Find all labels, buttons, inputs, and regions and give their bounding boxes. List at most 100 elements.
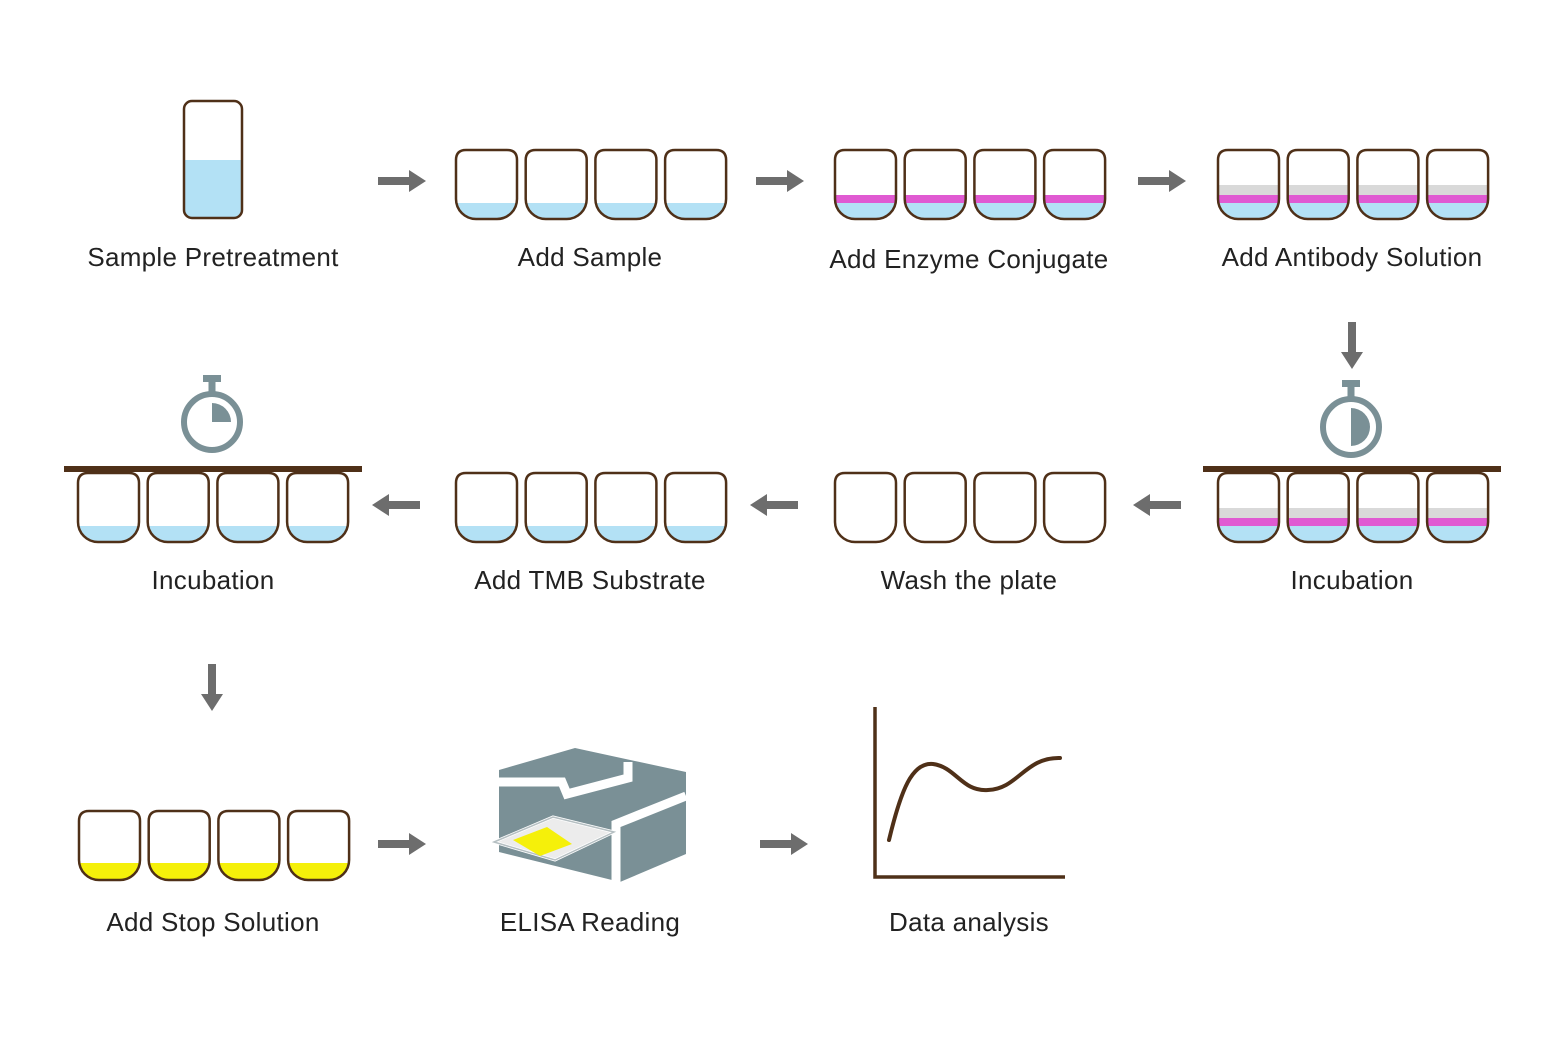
label-incubation-2: Incubation	[151, 565, 275, 595]
well	[524, 471, 588, 544]
liquid	[1044, 203, 1106, 219]
liquid	[1427, 203, 1489, 219]
enzyme-layer	[904, 195, 966, 203]
well-outline	[1425, 471, 1490, 544]
wells-wash-plate	[833, 471, 1107, 544]
arrow-left-3	[372, 494, 420, 516]
label-add-antibody-solution: Add Antibody Solution	[1221, 242, 1483, 272]
wells-add-enzyme	[833, 148, 1107, 221]
plate-cover	[1203, 466, 1501, 472]
well-outline	[903, 471, 967, 544]
liquid	[1357, 203, 1419, 219]
well-outline	[1286, 471, 1350, 544]
antibody-layer	[1357, 185, 1419, 195]
arrow-right-3	[1138, 170, 1186, 192]
label-sample-pretreatment: Sample Pretreatment	[87, 242, 339, 272]
arrow-right-4	[378, 833, 426, 855]
timer-stem	[1347, 386, 1355, 398]
liquid	[1357, 526, 1419, 542]
timer-face	[1320, 396, 1382, 458]
reader-body	[499, 748, 686, 882]
well-outline	[216, 471, 280, 544]
well-outline	[524, 471, 588, 544]
well-outline	[594, 148, 658, 221]
enzyme-layer	[974, 195, 1036, 203]
well-outline	[1356, 471, 1420, 544]
well	[454, 471, 519, 544]
label-add-enzyme-conjugate: Add Enzyme Conjugate	[829, 244, 1109, 274]
liquid	[217, 526, 279, 542]
well-outline	[594, 471, 658, 544]
enzyme-layer	[1218, 195, 1279, 203]
antibody-layer	[1287, 508, 1349, 518]
plate-reader-icon	[489, 748, 688, 882]
timer-button	[203, 375, 221, 382]
liquid	[456, 526, 517, 542]
label-add-tmb-substrate: Add TMB Substrate	[474, 565, 706, 595]
arrow-down-1	[1341, 322, 1363, 369]
antibody-layer	[1427, 508, 1489, 518]
liquid	[595, 203, 657, 219]
arrow-left-2	[750, 494, 798, 516]
well	[1216, 148, 1281, 221]
liquid	[456, 203, 517, 219]
well	[903, 148, 967, 221]
well-outline	[77, 809, 142, 882]
timer-icon-incubation-2	[181, 375, 243, 453]
tube-icon	[182, 99, 244, 220]
well-outline	[454, 148, 519, 221]
reader-front-edge	[611, 791, 688, 882]
liquid	[287, 526, 349, 542]
well-outline	[833, 471, 898, 544]
timer-button	[1342, 380, 1360, 387]
well	[1042, 148, 1107, 221]
well	[1216, 471, 1281, 544]
liquid	[595, 526, 657, 542]
well-outline	[1286, 148, 1350, 221]
timer-wedge	[1351, 408, 1370, 446]
liquid	[1287, 203, 1349, 219]
wells-add-tmb	[454, 471, 728, 544]
well	[594, 471, 658, 544]
liquid	[1287, 526, 1349, 542]
well	[217, 809, 281, 882]
well	[77, 809, 142, 882]
liquid	[835, 203, 896, 219]
liquid	[665, 203, 727, 219]
antibody-layer	[1287, 185, 1349, 195]
label-incubation-1: Incubation	[1290, 565, 1414, 595]
wells-incubation-1	[1216, 471, 1490, 544]
well	[973, 471, 1037, 544]
well-outline	[1356, 148, 1420, 221]
timer-stem	[208, 381, 216, 393]
chart-icon	[873, 707, 1065, 879]
wells-add-antibody	[1216, 148, 1490, 221]
plate-cover	[64, 466, 362, 472]
stop-layer	[218, 863, 280, 880]
well-outline	[146, 471, 210, 544]
enzyme-layer	[1357, 518, 1419, 526]
label-data-analysis: Data analysis	[889, 907, 1049, 937]
arrow-left-1	[1133, 494, 1181, 516]
well-outline	[833, 148, 898, 221]
well	[286, 809, 351, 882]
liquid	[1427, 526, 1489, 542]
liquid	[1218, 203, 1279, 219]
well-outline	[1042, 148, 1107, 221]
arrow-right-5	[760, 833, 808, 855]
antibody-layer	[1218, 185, 1279, 195]
wells-incubation-2	[76, 471, 350, 544]
arrow-right-2	[756, 170, 804, 192]
stop-layer	[79, 863, 140, 880]
label-elisa-reading: ELISA Reading	[499, 907, 681, 937]
well	[216, 471, 280, 544]
well-outline	[454, 471, 519, 544]
well	[973, 148, 1037, 221]
liquid	[78, 526, 139, 542]
well-outline	[973, 148, 1037, 221]
reader-sample	[513, 827, 572, 856]
well	[903, 471, 967, 544]
well	[1042, 471, 1107, 544]
chart-axes	[873, 707, 1065, 879]
